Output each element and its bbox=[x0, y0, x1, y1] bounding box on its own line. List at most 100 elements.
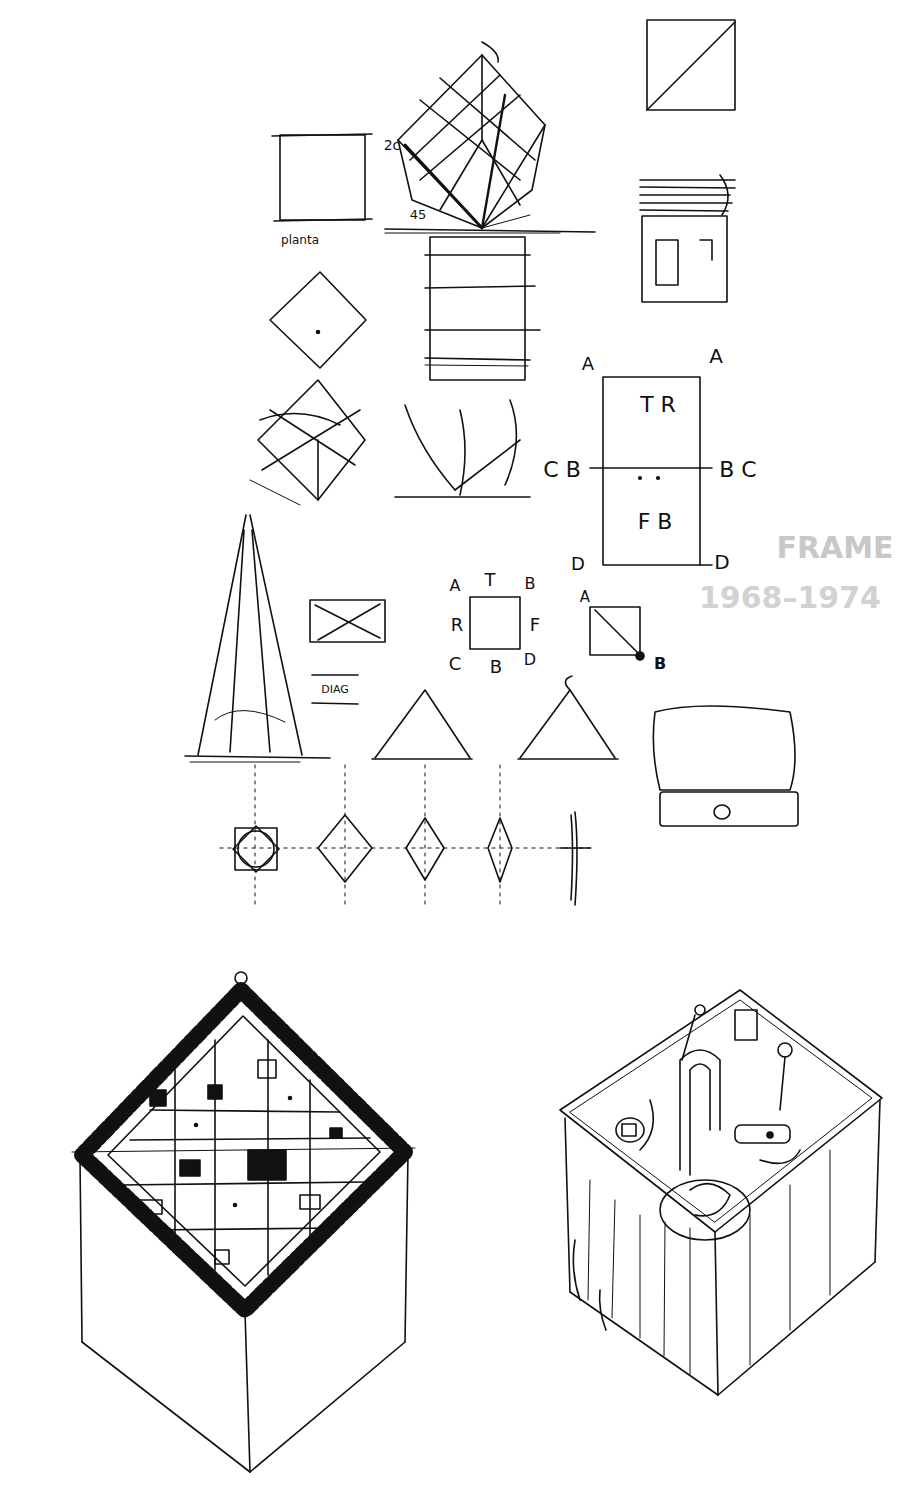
sketch-stroke bbox=[616, 1118, 644, 1142]
sketch-stroke bbox=[790, 1185, 791, 1330]
sketch-stroke bbox=[700, 564, 712, 566]
sketch-stroke bbox=[653, 706, 795, 790]
sketch-stroke bbox=[500, 765, 501, 905]
sketch-stroke bbox=[600, 1290, 606, 1330]
sketch-stroke bbox=[375, 690, 470, 758]
sketch-stroke bbox=[505, 400, 516, 485]
sketch-stroke bbox=[560, 990, 882, 1232]
sketch-stroke bbox=[875, 1100, 880, 1262]
sketch-stroke bbox=[640, 1100, 653, 1150]
sketch-stroke bbox=[603, 377, 700, 565]
sketch-label: 1968–1974 bbox=[699, 583, 881, 613]
sketch-stroke bbox=[82, 1342, 250, 1472]
sketch-stroke bbox=[260, 414, 340, 425]
sketch-stroke bbox=[660, 1180, 750, 1240]
sketch-stroke bbox=[425, 358, 530, 360]
sketch-stroke bbox=[345, 765, 346, 905]
crossed-box bbox=[310, 600, 385, 704]
sketch-stroke bbox=[640, 210, 728, 211]
flattening-sequence bbox=[220, 765, 595, 905]
plan-square bbox=[272, 134, 372, 221]
sketch-stroke bbox=[120, 1182, 365, 1185]
sketch-stroke bbox=[309, 1080, 311, 1240]
sketch-stroke bbox=[317, 440, 319, 500]
sketch-label: B bbox=[490, 658, 502, 676]
sketch-stroke bbox=[190, 762, 300, 763]
sketch-label: F B bbox=[638, 511, 673, 533]
teepee bbox=[185, 515, 330, 762]
sketch-stroke bbox=[258, 1060, 276, 1078]
sketch-stroke bbox=[248, 1150, 286, 1180]
sketch-stroke bbox=[150, 1090, 166, 1106]
sketch-stroke bbox=[150, 1110, 340, 1112]
sketch-stroke bbox=[258, 380, 365, 500]
sketch-stroke bbox=[274, 219, 372, 221]
sketch-stroke bbox=[565, 1118, 570, 1292]
sketch-stroke bbox=[565, 676, 572, 690]
sketch-label: F bbox=[530, 616, 540, 634]
sketch-stroke bbox=[656, 240, 678, 285]
sketch-stroke bbox=[425, 329, 540, 331]
sketch-stroke bbox=[405, 405, 455, 490]
sketch-stroke bbox=[140, 1200, 162, 1214]
sketch-stroke bbox=[612, 1200, 615, 1318]
sketch-stroke bbox=[312, 703, 358, 704]
sketch-label: 45 bbox=[410, 208, 427, 221]
sketch-label: A bbox=[580, 590, 590, 605]
right-column-sketches bbox=[640, 20, 735, 302]
sketch-label: B bbox=[525, 576, 536, 592]
sketch-stroke bbox=[690, 1184, 730, 1216]
sketch-stroke bbox=[208, 1085, 222, 1099]
sketch-stroke bbox=[185, 756, 330, 758]
sketch-stroke bbox=[262, 410, 360, 470]
sketch-label: FRAME bbox=[776, 533, 893, 563]
sketch-stroke bbox=[640, 194, 730, 196]
sketch-stroke bbox=[238, 831, 274, 867]
sketch-stroke bbox=[780, 1057, 785, 1110]
sketch-label: B C bbox=[719, 459, 756, 481]
sketch-stroke bbox=[700, 240, 712, 260]
sketch-stroke bbox=[198, 515, 246, 755]
sketch-stroke bbox=[180, 1160, 200, 1176]
sketch-stroke bbox=[425, 365, 528, 366]
sketch-stroke bbox=[664, 1222, 665, 1356]
sketch-stroke bbox=[735, 1125, 790, 1143]
sketch-stroke bbox=[372, 758, 472, 760]
sketch-stroke bbox=[72, 1148, 415, 1152]
sketch-stroke bbox=[482, 42, 498, 62]
sketch-stroke bbox=[250, 480, 300, 505]
sketch-stroke bbox=[830, 1150, 831, 1295]
sketch-stroke bbox=[245, 1312, 250, 1472]
sketch-stroke bbox=[425, 254, 530, 256]
sketch-stroke bbox=[233, 826, 279, 872]
sketch-stroke bbox=[575, 812, 577, 905]
sketch-stroke bbox=[455, 440, 520, 490]
sketch-stroke bbox=[570, 1292, 718, 1395]
sketch-stroke bbox=[420, 95, 520, 180]
sketch-label: C bbox=[449, 655, 462, 673]
sketch-stroke bbox=[518, 758, 618, 760]
sketch-stroke bbox=[272, 134, 372, 136]
sketch-label: T R bbox=[640, 394, 676, 416]
face-square bbox=[470, 597, 520, 649]
sketch-stroke bbox=[690, 1064, 710, 1175]
sketch-stroke bbox=[735, 1010, 757, 1040]
sketch-stroke bbox=[715, 1232, 718, 1395]
sketch-stroke bbox=[405, 145, 482, 228]
sketch-stroke bbox=[488, 818, 512, 882]
sketch-stroke bbox=[750, 1215, 751, 1365]
sketch-label: D bbox=[714, 552, 729, 572]
sketch-stroke bbox=[230, 530, 244, 752]
triangles bbox=[372, 676, 618, 759]
sketch-stroke bbox=[695, 1005, 705, 1015]
sketch-stroke bbox=[470, 597, 520, 649]
sketch-stroke bbox=[660, 792, 798, 826]
sketch-stroke bbox=[398, 140, 482, 228]
sketch-stroke bbox=[760, 1150, 800, 1163]
sketch-stroke bbox=[235, 828, 277, 870]
sketch-stroke bbox=[657, 477, 660, 480]
sketch-stroke bbox=[250, 515, 302, 755]
diagonal-square bbox=[590, 607, 644, 660]
